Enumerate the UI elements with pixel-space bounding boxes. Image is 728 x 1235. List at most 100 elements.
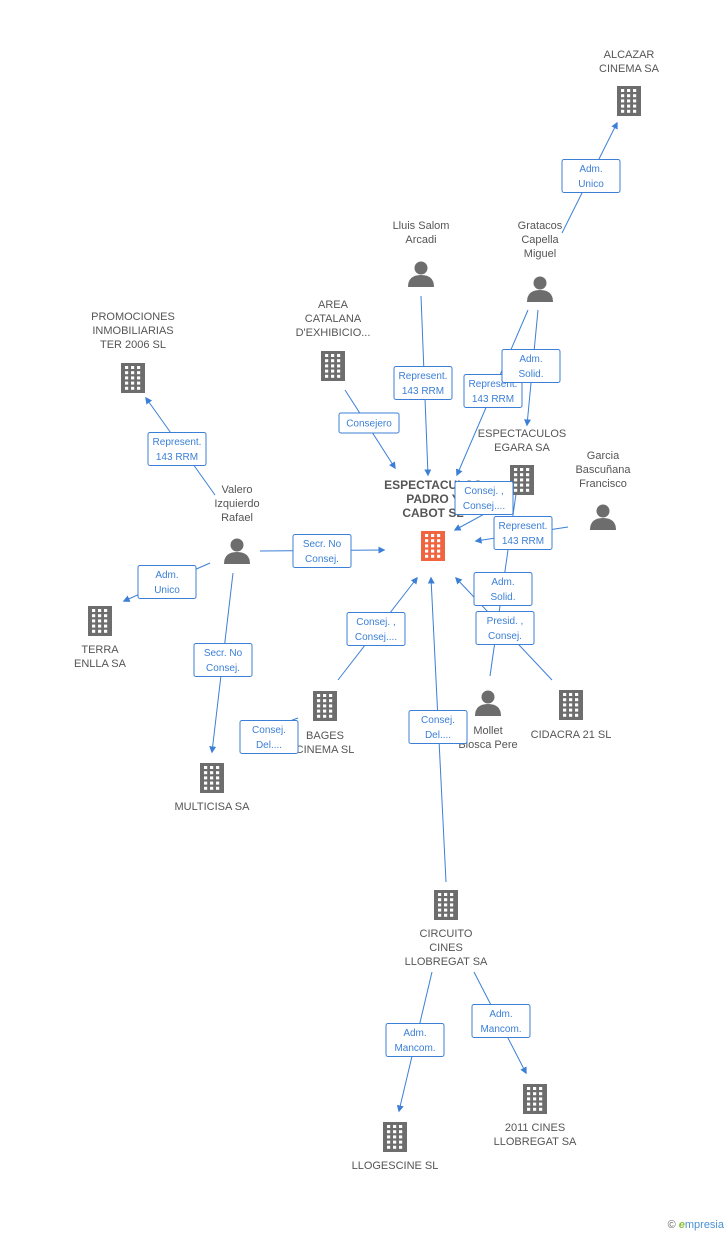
edge-label-box — [454, 481, 514, 515]
edge-label-box — [473, 572, 533, 606]
building-icon-highlighted — [421, 531, 445, 561]
edge-label-text: Mancom. — [394, 1043, 435, 1054]
node-terra[interactable]: TERRA ENLLA SA — [74, 606, 127, 670]
edge-label-text: 143 RRM — [502, 536, 544, 547]
building-icon — [88, 606, 112, 636]
edge-label-box — [147, 432, 207, 466]
edge-label-text: Consej. — [252, 725, 286, 736]
edge-label-text: Del.... — [425, 730, 451, 741]
edge-label-box — [292, 534, 352, 568]
edge-label-e17[interactable]: Adm.Mancom. — [385, 1023, 445, 1057]
node-label: Izquierdo — [214, 498, 259, 510]
brand-name: mpresia — [684, 1219, 724, 1231]
building-icon — [510, 465, 534, 495]
edge-label-e2[interactable]: Represent.143 RRM — [393, 366, 453, 400]
node-label: CINES — [429, 942, 463, 954]
edge-label-e8[interactable]: Represent. 143 RRM — [493, 516, 553, 550]
edge-label-text: Solid. — [490, 592, 515, 603]
person-icon — [475, 690, 501, 716]
edge-label-e5[interactable]: Consejero — [338, 412, 400, 434]
person-icon — [590, 504, 616, 530]
edge-label-text: Consej. , — [464, 486, 503, 497]
edge-label-text: Solid. — [518, 369, 543, 380]
node-label: CIRCUITO — [420, 928, 473, 940]
node-label: ALCAZAR — [604, 49, 655, 61]
node-label: D'EXHIBICIO... — [296, 327, 371, 339]
node-label: Mollet — [473, 725, 502, 737]
edge-label-text: Unico — [154, 585, 180, 596]
node-label: Blosca Pere — [458, 739, 517, 751]
person-icon — [224, 538, 250, 564]
node-label: TERRA — [81, 644, 119, 656]
edge-label-text: Del.... — [256, 740, 282, 751]
building-icon — [121, 363, 145, 393]
edge-label-e14[interactable]: Presid. ,Consej. — [475, 611, 535, 645]
building-icon — [617, 86, 641, 116]
node-label: ESPECTACULOS — [478, 428, 566, 440]
brand-initial: e — [678, 1219, 685, 1231]
edge-label-box — [493, 516, 553, 550]
person-icon — [408, 261, 434, 287]
node-llogescine[interactable]: LLOGESCINE SL — [352, 1122, 439, 1172]
edge-label-e16[interactable]: Consej.Del.... — [408, 710, 468, 744]
node-label: Garcia — [587, 450, 620, 462]
node-egara[interactable]: ESPECTACULOS EGARA SA — [478, 428, 566, 495]
building-icon — [200, 763, 224, 793]
edge-label-box — [193, 643, 253, 677]
building-icon — [559, 690, 583, 720]
edge-label-text: Adm. — [491, 577, 514, 588]
edge-label-box — [561, 159, 621, 193]
edge-label-text: Consej. — [206, 663, 240, 674]
edge-label-e4[interactable]: Adm.Solid. — [501, 349, 561, 383]
node-label: ENLLA SA — [74, 658, 127, 670]
node-label: CINEMA SA — [599, 63, 660, 75]
node-label: PADRO Y — [406, 492, 460, 506]
edge-label-e7[interactable]: Consej. ,Consej.... — [454, 481, 514, 515]
edge-label-e18[interactable]: Adm.Mancom. — [471, 1004, 531, 1038]
edge-label-text: Unico — [578, 179, 604, 190]
node-label: TER 2006 SL — [100, 339, 166, 351]
edge-label-text: 143 RRM — [402, 386, 444, 397]
edge-label-e15[interactable]: Consej. Del.... — [239, 720, 299, 754]
node-label: CIDACRA 21 SL — [531, 729, 612, 741]
edge-label-text: Mancom. — [480, 1024, 521, 1035]
edge-label-text: Adm. — [155, 570, 178, 581]
node-cidacra[interactable]: CIDACRA 21 SL — [531, 690, 612, 741]
edge-label-e1[interactable]: Adm.Unico — [561, 159, 621, 193]
node-label: Gratacos — [518, 220, 563, 232]
node-label: Bascuñana — [575, 464, 631, 476]
building-icon — [523, 1084, 547, 1114]
edge-label-box — [408, 710, 468, 744]
edge-label-e10[interactable]: Adm. Unico — [137, 565, 197, 599]
edge-label-e12[interactable]: Consej. ,Consej.... — [346, 612, 406, 646]
edge-label-text: Represent. — [499, 521, 548, 532]
edge-label-e13[interactable]: Adm. Solid. — [473, 572, 533, 606]
node-label: AREA — [318, 299, 349, 311]
edge-label-box — [475, 611, 535, 645]
node-label: CINEMA SL — [296, 744, 355, 756]
node-label: EGARA SA — [494, 442, 550, 454]
node-area[interactable]: AREACATALANAD'EXHIBICIO... — [296, 299, 371, 381]
edge-label-text: Presid. , — [487, 616, 524, 627]
edge-label-box — [338, 412, 400, 434]
node-label: LLOGESCINE SL — [352, 1160, 439, 1172]
edge-label-box — [385, 1023, 445, 1057]
edge-label-e6[interactable]: Represent.143 RRM — [147, 432, 207, 466]
brand-watermark: ©empresia — [668, 1219, 724, 1231]
edge-label-box — [471, 1004, 531, 1038]
node-multicisa[interactable]: MULTICISA SA — [175, 763, 251, 813]
node-alcazar[interactable]: ALCAZAR CINEMA SA — [599, 49, 660, 116]
